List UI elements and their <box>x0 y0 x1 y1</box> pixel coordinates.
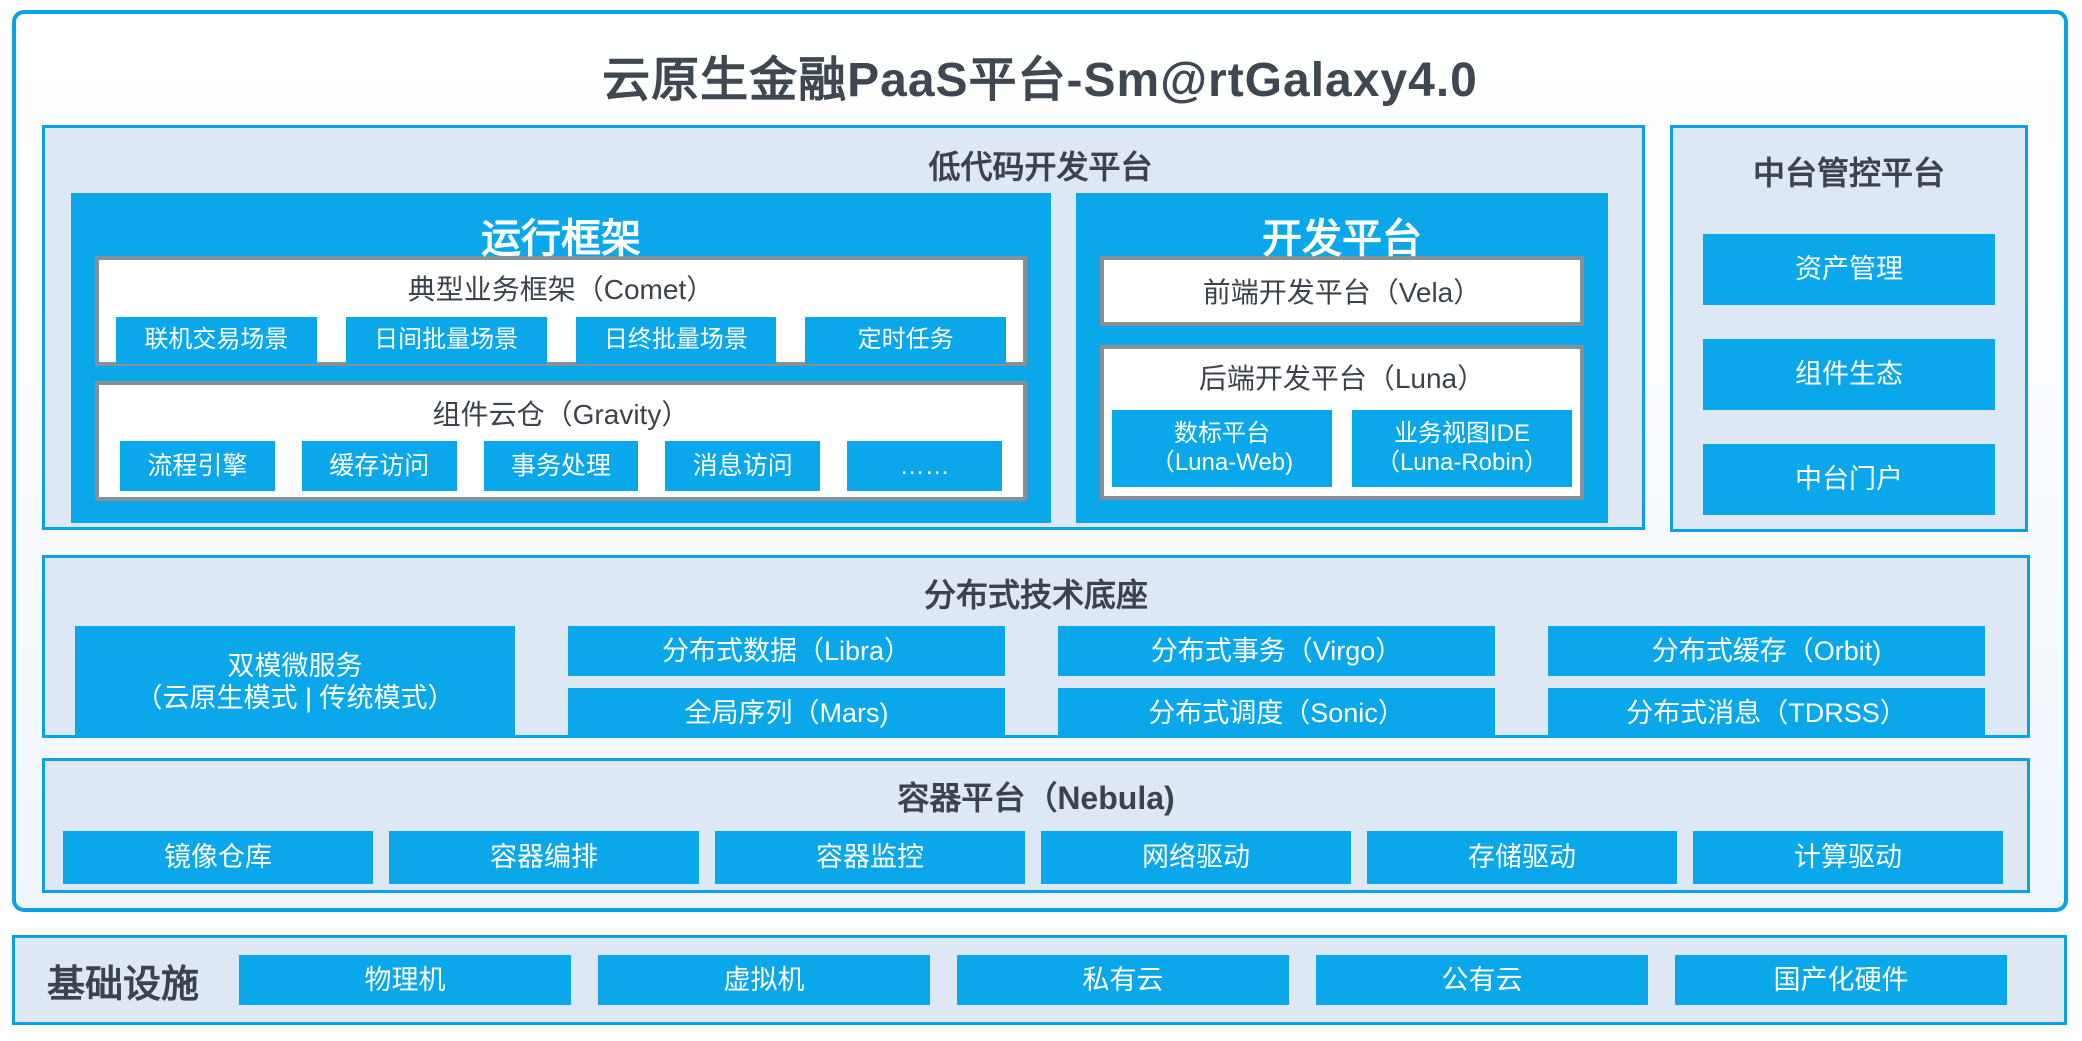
vela-frontend-label: 前端开发平台（Vela） <box>1202 277 1482 308</box>
comet-framework-box: 典型业务框架（Comet） 联机交易场景 日间批量场景 日终批量场景 定时任务 <box>95 256 1027 366</box>
page-title: 云原生金融PaaS平台-Sm@rtGalaxy4.0 <box>602 54 1478 107</box>
luna-web-line2: （Luna-Web) <box>1150 448 1294 476</box>
luna-web-item: 数标平台 （Luna-Web) <box>1112 410 1332 487</box>
gravity-warehouse-box: 组件云仓（Gravity） 流程引擎 缓存访问 事务处理 消息访问 …… <box>95 381 1027 501</box>
distributed-scheduling-sonic-item: 分布式调度（Sonic） <box>1058 688 1495 738</box>
panel-container-platform: 容器平台（Nebula) 镜像仓库 容器编排 容器监控 网络驱动 存储驱动 计算… <box>42 758 2030 893</box>
distributed-data-libra-item: 分布式数据（Libra） <box>568 626 1005 676</box>
luna-items-row: 数标平台 （Luna-Web) 业务视图IDE （Luna-Robin） <box>1104 397 1580 487</box>
vela-frontend-box: 前端开发平台（Vela） <box>1100 256 1584 326</box>
infrastructure-items: 物理机 虚拟机 私有云 公有云 国产化硬件 <box>239 955 2007 1005</box>
panel-lowcode-platform: 低代码开发平台 运行框架 典型业务框架（Comet） 联机交易场景 日间批量场景… <box>42 125 1645 530</box>
runtime-framework-title: 运行框架 <box>481 217 641 261</box>
distributed-col-3: 分布式缓存（Orbit) 分布式消息（TDRSS） <box>1548 626 1985 738</box>
distributed-col-2: 分布式事务（Virgo） 分布式调度（Sonic） <box>1058 626 1495 738</box>
container-item-network-driver: 网络驱动 <box>1041 831 1351 884</box>
container-item-monitoring: 容器监控 <box>715 831 1025 884</box>
luna-robin-line2: （Luna-Robin） <box>1375 448 1549 476</box>
infra-item-physical-machine: 物理机 <box>239 955 571 1005</box>
comet-item-scheduled-task: 定时任务 <box>805 317 1006 364</box>
distributed-cache-orbit-item: 分布式缓存（Orbit) <box>1548 626 1985 676</box>
midplatform-item-asset-management: 资产管理 <box>1703 234 1995 305</box>
comet-item-daytime-batch: 日间批量场景 <box>345 317 547 364</box>
infrastructure-label: 基础设施 <box>47 963 200 1006</box>
dual-mode-line2: （云原生模式 | 传统模式） <box>135 683 455 713</box>
comet-items-row: 联机交易场景 日间批量场景 日终批量场景 定时任务 <box>99 308 1023 364</box>
runtime-framework-block: 运行框架 典型业务框架（Comet） 联机交易场景 日间批量场景 日终批量场景 … <box>71 193 1051 523</box>
midplatform-items: 资产管理 组件生态 中台门户 <box>1673 234 2025 515</box>
panel-infrastructure: 基础设施 物理机 虚拟机 私有云 公有云 国产化硬件 <box>12 935 2067 1025</box>
distributed-message-tdrss-item: 分布式消息（TDRSS） <box>1548 688 1985 738</box>
dev-platform-block: 开发平台 前端开发平台（Vela） 后端开发平台（Luna） 数标平台 （Lun… <box>1076 193 1608 523</box>
comet-item-online-trading: 联机交易场景 <box>116 317 317 364</box>
gravity-item-ellipsis: …… <box>847 441 1002 491</box>
dual-mode-microservice-item: 双模微服务 （云原生模式 | 传统模式） <box>75 626 515 738</box>
infra-item-public-cloud: 公有云 <box>1316 955 1648 1005</box>
container-platform-title: 容器平台（Nebula) <box>897 780 1175 816</box>
container-item-image-registry: 镜像仓库 <box>63 831 373 884</box>
gravity-item-process-engine: 流程引擎 <box>120 441 275 491</box>
gravity-items-row: 流程引擎 缓存访问 事务处理 消息访问 …… <box>99 433 1023 491</box>
luna-robin-item: 业务视图IDE （Luna-Robin） <box>1352 410 1572 487</box>
luna-backend-title: 后端开发平台（Luna） <box>1198 363 1486 394</box>
gravity-item-cache-access: 缓存访问 <box>301 441 457 491</box>
container-item-orchestration: 容器编排 <box>389 831 699 884</box>
distributed-base-title: 分布式技术底座 <box>923 577 1148 613</box>
comet-item-eod-batch: 日终批量场景 <box>575 317 777 364</box>
dev-platform-title: 开发平台 <box>1262 217 1422 261</box>
distributed-transaction-virgo-item: 分布式事务（Virgo） <box>1058 626 1495 676</box>
luna-backend-box: 后端开发平台（Luna） 数标平台 （Luna-Web) 业务视图IDE （Lu… <box>1100 345 1584 500</box>
distributed-grid: 双模微服务 （云原生模式 | 传统模式） 分布式数据（Libra） 全局序列（M… <box>45 616 2027 738</box>
container-item-storage-driver: 存储驱动 <box>1367 831 1677 884</box>
midplatform-title: 中台管控平台 <box>1752 155 1945 191</box>
gravity-warehouse-title: 组件云仓（Gravity） <box>432 399 690 430</box>
luna-web-line1: 数标平台 <box>1174 419 1270 447</box>
container-items-row: 镜像仓库 容器编排 容器监控 网络驱动 存储驱动 计算驱动 <box>45 819 2027 884</box>
panel-distributed-base: 分布式技术底座 双模微服务 （云原生模式 | 传统模式） 分布式数据（Libra… <box>42 555 2030 738</box>
gravity-item-transaction: 事务处理 <box>483 441 639 491</box>
panel-midplatform-control: 中台管控平台 资产管理 组件生态 中台门户 <box>1670 125 2028 532</box>
infra-item-domestic-hardware: 国产化硬件 <box>1675 955 2007 1005</box>
infra-item-virtual-machine: 虚拟机 <box>598 955 930 1005</box>
comet-framework-title: 典型业务框架（Comet） <box>407 274 715 305</box>
dual-mode-line1: 双模微服务 <box>227 650 363 681</box>
global-sequence-mars-item: 全局序列（Mars) <box>568 688 1005 738</box>
gravity-item-message-access: 消息访问 <box>665 441 821 491</box>
lowcode-platform-title: 低代码开发平台 <box>928 149 1153 185</box>
distributed-col-1: 分布式数据（Libra） 全局序列（Mars) <box>568 626 1005 738</box>
infra-item-private-cloud: 私有云 <box>957 955 1289 1005</box>
midplatform-item-component-ecosystem: 组件生态 <box>1703 339 1995 410</box>
midplatform-item-portal: 中台门户 <box>1703 444 1995 515</box>
container-item-compute-driver: 计算驱动 <box>1693 831 2003 884</box>
luna-robin-line1: 业务视图IDE <box>1393 419 1530 447</box>
